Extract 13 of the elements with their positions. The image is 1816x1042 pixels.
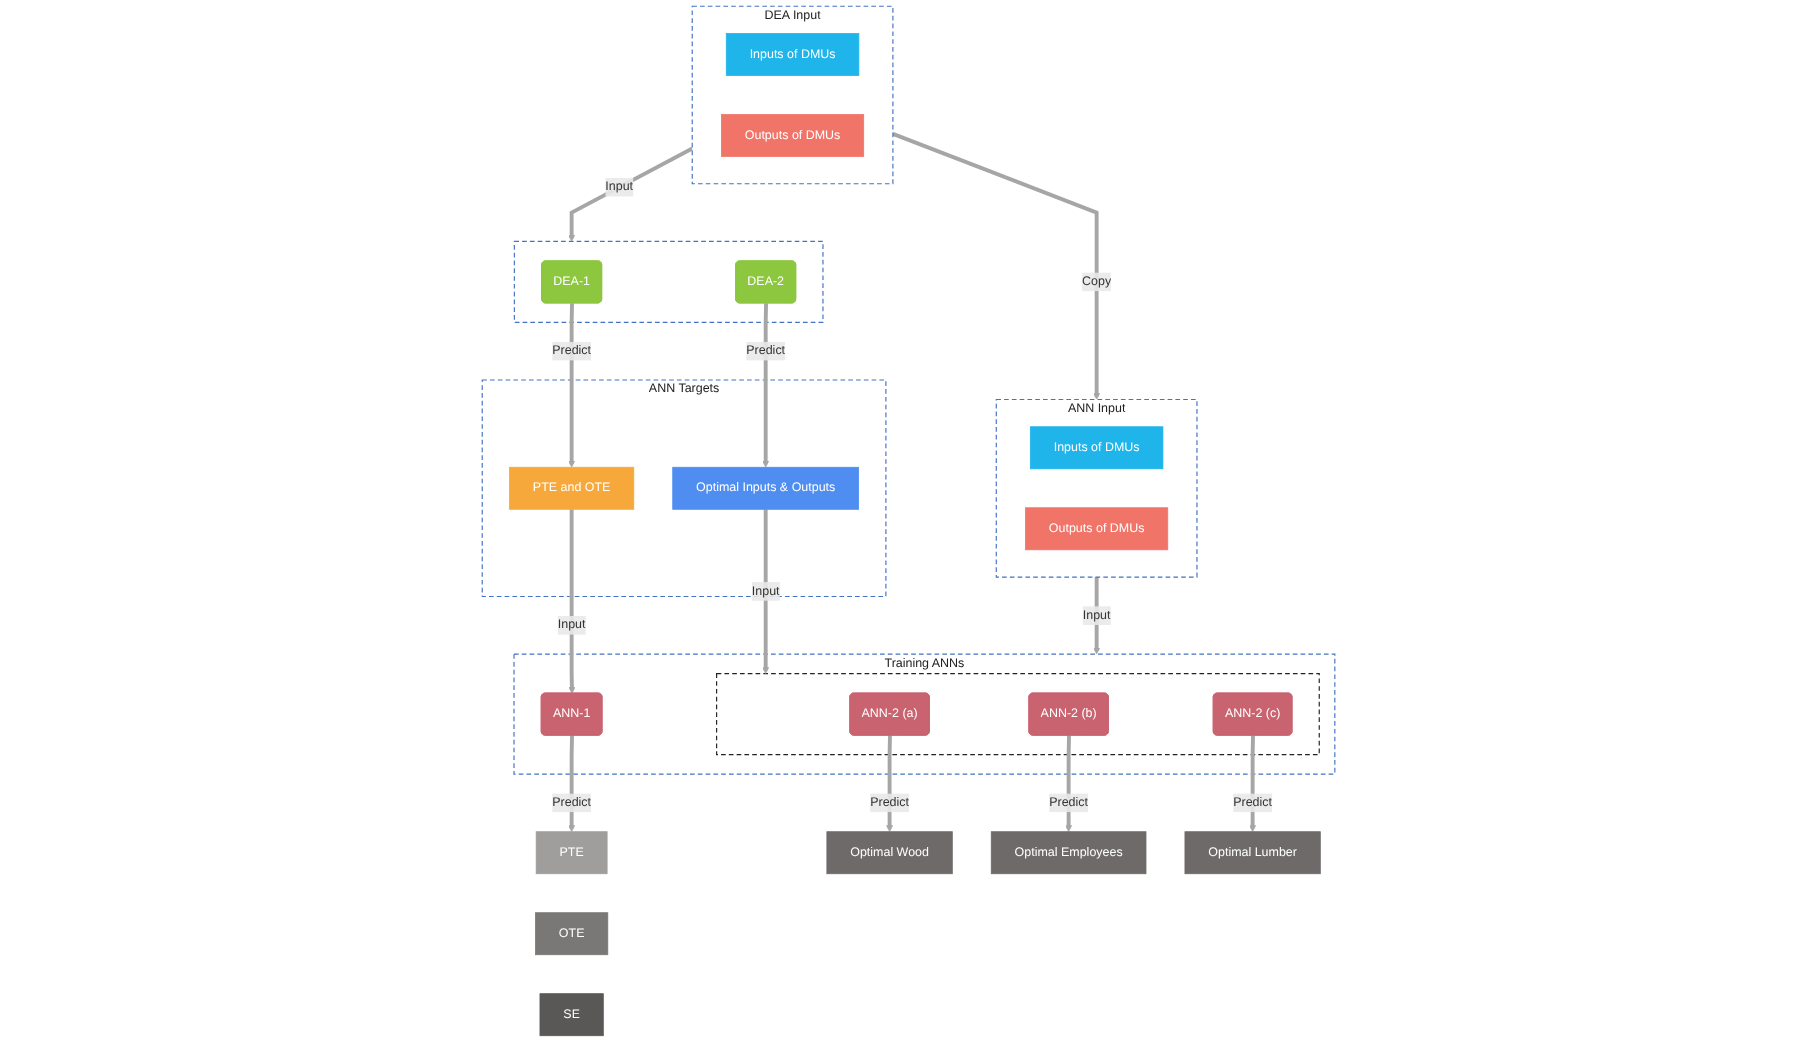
arrow [1092, 577, 1100, 655]
arrow [761, 509, 769, 674]
arrow [761, 303, 769, 468]
arrow [1064, 735, 1072, 832]
arrow [885, 735, 893, 832]
cluster [715, 673, 1320, 756]
cluster [513, 240, 824, 323]
arrow [567, 303, 575, 468]
arrow [567, 735, 575, 832]
arrow [567, 509, 575, 694]
arrow [891, 132, 1100, 400]
arrow [1248, 735, 1256, 832]
arrow [567, 146, 693, 242]
